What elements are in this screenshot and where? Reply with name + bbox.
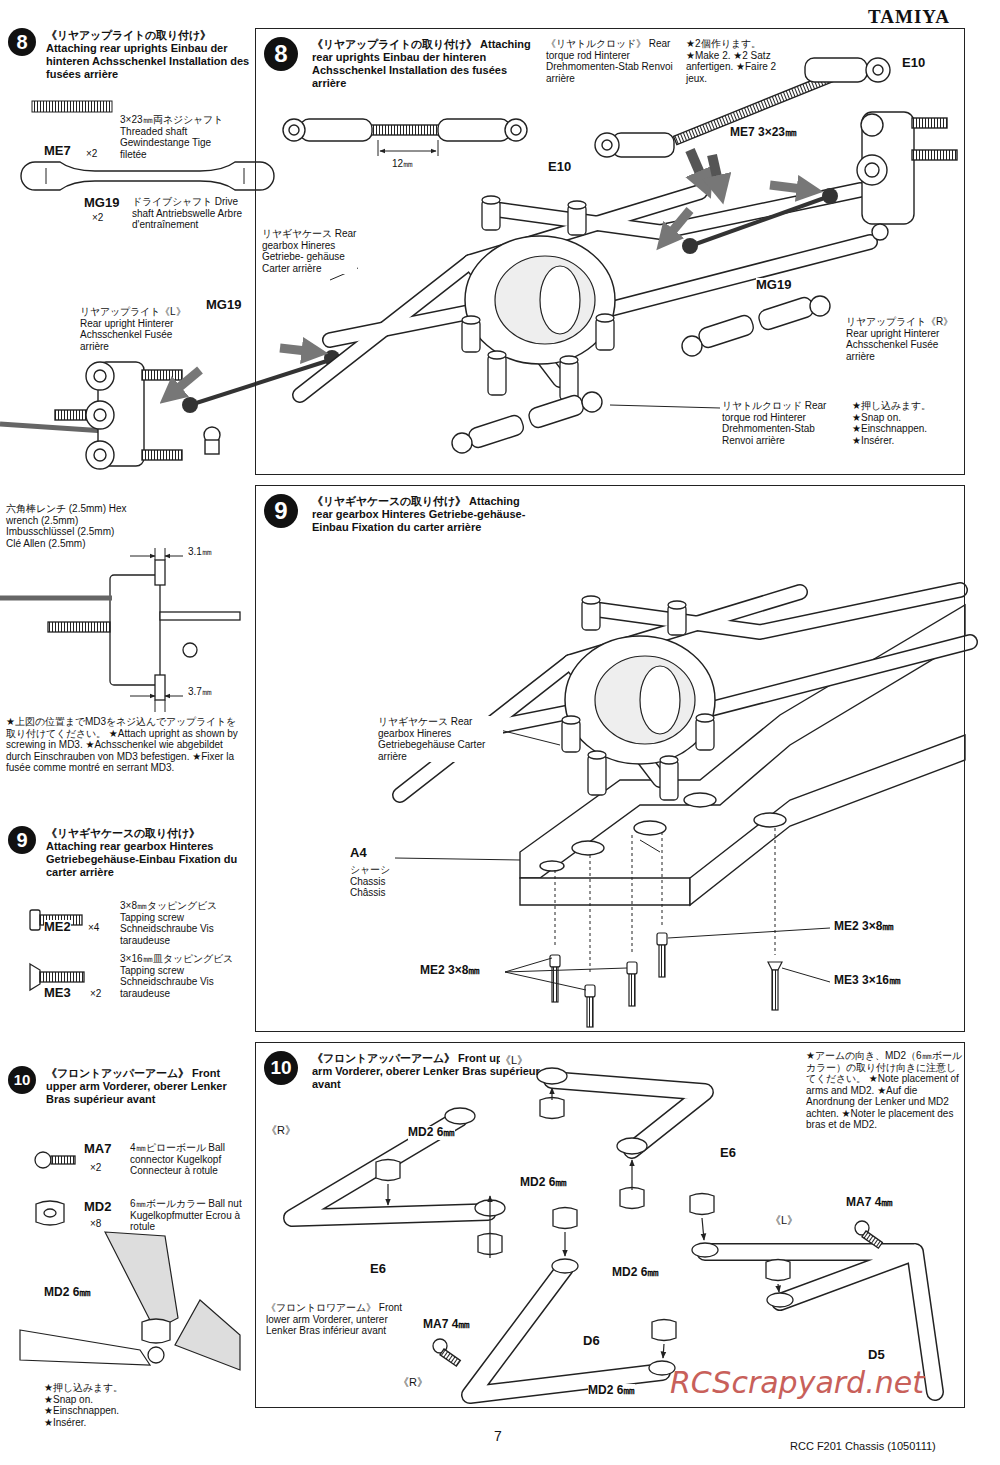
step-title: 《リヤアップライトの取り付け》 Attaching rear uprights …	[46, 29, 251, 81]
part-code: MG19	[84, 196, 119, 211]
step-title: 《フロントアッパーアーム》 Front upper arm Vorderer, …	[46, 1067, 251, 1106]
dimension: 3.7㎜	[188, 686, 212, 698]
step-title: 《リヤギヤケースの取り付け》 Attaching rear gearbox Hi…	[312, 495, 542, 534]
part-description: 3×23㎜両ネジシャフト Threaded shaft Gewindestang…	[120, 114, 240, 160]
side-label: 《R》	[266, 1124, 296, 1137]
part-code: ME3	[44, 986, 71, 1001]
part-code: MD2 6㎜	[44, 1286, 91, 1300]
watermark: RCScrapyard.net	[670, 1366, 924, 1401]
note: ★アームの向き、MD2（6㎜ボールカラー）の取り付け向きに注意してください。 ★…	[806, 1050, 962, 1131]
part-code: D6	[583, 1334, 600, 1349]
page-number: 7	[494, 1428, 502, 1444]
part-description: 3×16㎜皿タッピングビス Tapping screw Schneidschra…	[120, 953, 250, 999]
note: ★押し込みます。 ★Snap on. ★Einschnappen. ★Insér…	[852, 400, 952, 446]
part-description: 3×8㎜タッピングビス Tapping screw Schneidschraub…	[120, 900, 245, 946]
brand-logo: TAMIYA	[868, 6, 950, 28]
side-label: 《L》	[770, 1214, 798, 1227]
part-code: E6	[370, 1262, 386, 1277]
dimension: 3.1㎜	[188, 546, 212, 558]
step-heading: 8 《リヤアップライトの取り付け》 Attaching rear uprights…	[8, 28, 253, 98]
side-label: 《L》	[500, 1054, 528, 1067]
step-number: 8	[264, 37, 298, 71]
side-label: 《R》	[398, 1376, 428, 1389]
part-label: リヤトルクロッド Rear torque rod Hinterer Drehmo…	[722, 400, 842, 446]
quantity: ×2	[86, 148, 97, 160]
part-code: ME2 3×8㎜	[420, 964, 480, 978]
note: ★上図の位置までMD3をネジ込んでアップライトを取り付けてください。 ★Atta…	[6, 716, 244, 774]
part-code: ME7 3×23㎜	[730, 126, 797, 140]
part-code: ME2 3×8㎜	[834, 920, 894, 934]
part-label: リヤギヤケース Rear gearbox Hineres Getriebe- g…	[262, 228, 357, 274]
footer-text: RCC F201 Chassis (1050111)	[790, 1440, 936, 1453]
note: ★2個作ります。 ★Make 2. ★2 Satz anfertigen. ★F…	[686, 38, 796, 84]
part-code: MD2 6㎜	[588, 1384, 635, 1398]
part-code: E10	[902, 56, 925, 71]
part-code: MD2 6㎜	[520, 1176, 567, 1190]
part-description: 4㎜ピローボール Ball connector Kugelkopf Connec…	[130, 1142, 250, 1177]
part-code: MA7 4㎜	[423, 1318, 470, 1332]
step-title: 《リヤギヤケースの取り付け》 Attaching rear gearbox Hi…	[46, 827, 251, 879]
part-code: MD2 6㎜	[408, 1126, 455, 1140]
part-code: MA7	[84, 1142, 111, 1157]
sub-heading: 《リヤトルクロッド》 Rear torque rod Hinterer Dreh…	[546, 38, 676, 84]
quantity: ×4	[88, 922, 99, 934]
part-code: E10	[548, 160, 571, 175]
part-code: D5	[868, 1348, 885, 1363]
part-description: 6㎜ボールカラー Ball nut Kugelkopfmutter Ecrou …	[130, 1198, 250, 1233]
step-number: 8	[8, 28, 36, 56]
part-label: リヤギヤケース Rear gearbox Hineres Getriebegeh…	[378, 716, 503, 762]
part-code: MG19	[756, 278, 791, 293]
step-number: 10	[264, 1051, 298, 1085]
step-number: 9	[264, 494, 298, 528]
part-description: ドライブシャフト Drive shaft Antriebswelle Arbre…	[132, 196, 252, 231]
part-code: MD2 6㎜	[612, 1266, 659, 1280]
part-code: MA7 4㎜	[846, 1196, 893, 1210]
step-panel: 9 《リヤギヤケースの取り付け》 Attaching rear gearbox H…	[255, 485, 965, 1032]
part-code: ME2	[44, 920, 71, 935]
part-label: リヤアップライト《R》 Rear upright Hinterer Achssc…	[846, 316, 961, 362]
step-number: 9	[8, 826, 36, 854]
part-label: リヤアップライト《L》 Rear upright Hinterer Achssc…	[80, 306, 195, 352]
part-code: E6	[720, 1146, 736, 1161]
quantity: ×8	[90, 1218, 101, 1230]
step-title: 《リヤアップライトの取り付け》 Attaching rear uprights …	[312, 38, 542, 90]
part-code: ME3 3×16㎜	[834, 974, 901, 988]
dimension: 12㎜	[392, 158, 413, 170]
tool-label: 六角棒レンチ (2.5mm) Hex wrench (2.5mm) Imbuss…	[6, 503, 131, 549]
part-label: シャーシ Chassis Châssis	[350, 864, 410, 899]
part-code: ME7	[44, 144, 71, 159]
sub-heading: 《フロントロワアーム》 Front lower arm Vorderer, un…	[266, 1302, 411, 1337]
quantity: ×2	[90, 988, 101, 1000]
step-number: 10	[8, 1066, 36, 1094]
part-code: A4	[350, 846, 367, 861]
part-code: MD2	[84, 1200, 111, 1215]
step-heading: 10 《フロントアッパーアーム》 Front upper arm Vorderer…	[8, 1066, 253, 1126]
step-heading: 9 《リヤギヤケースの取り付け》 Attaching rear gearbox H…	[8, 826, 253, 886]
quantity: ×2	[90, 1162, 101, 1174]
part-code: MG19	[206, 298, 241, 313]
quantity: ×2	[92, 212, 103, 224]
note: ★押し込みます。 ★Snap on. ★Einschnappen. ★Insér…	[44, 1382, 144, 1428]
